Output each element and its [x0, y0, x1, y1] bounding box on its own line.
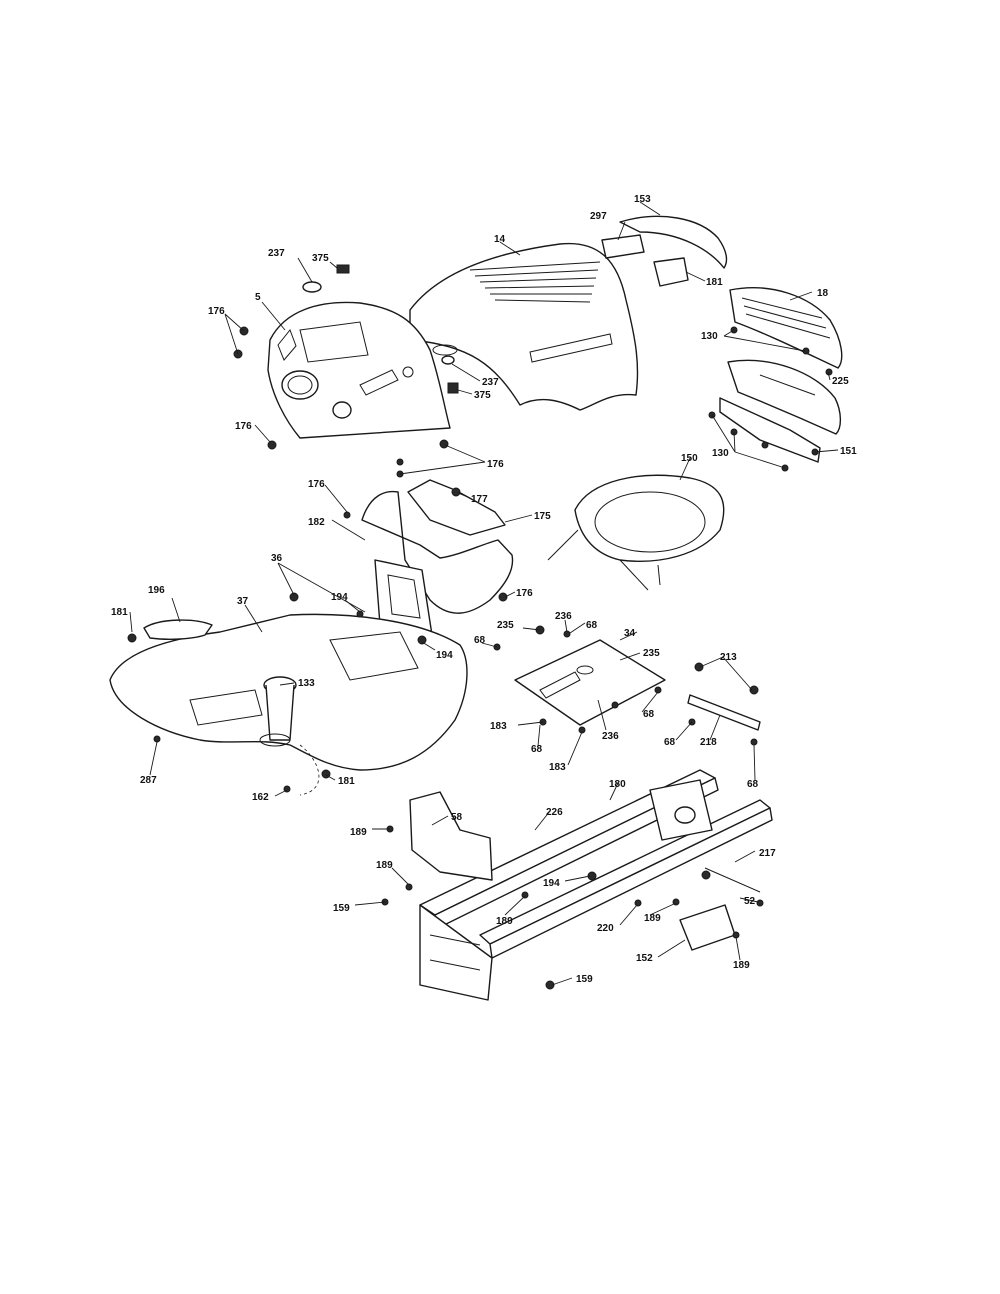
callout-5: 5	[255, 292, 261, 303]
callout-176: 176	[516, 588, 533, 599]
callout-183: 183	[490, 721, 507, 732]
bracket-152-part	[679, 904, 736, 951]
callout-196: 196	[148, 585, 165, 596]
fender-part	[547, 474, 725, 591]
footplate-part	[109, 613, 468, 796]
bumper-part	[727, 359, 842, 435]
callout-189: 189	[644, 913, 661, 924]
callout-237: 237	[482, 377, 499, 388]
callout-176: 176	[308, 479, 325, 490]
callout-18: 18	[817, 288, 829, 299]
callout-237: 237	[268, 248, 285, 259]
plug-237-part	[302, 281, 455, 365]
bracket-218-part	[687, 694, 761, 731]
callout-37: 37	[237, 596, 249, 607]
callout-34: 34	[624, 628, 636, 639]
callout-130: 130	[701, 331, 718, 342]
callout-236: 236	[602, 731, 619, 742]
callout-175: 175	[534, 511, 551, 522]
bracket-58-part	[409, 791, 493, 881]
callout-162: 162	[252, 792, 269, 803]
callout-14: 14	[494, 234, 506, 245]
pad-297-part	[601, 234, 645, 259]
callout-68: 68	[643, 709, 655, 720]
callout-217: 217	[759, 848, 776, 859]
rod-217-part	[704, 867, 761, 893]
callout-180: 180	[609, 779, 626, 790]
callout-235: 235	[497, 620, 514, 631]
callout-68: 68	[531, 744, 543, 755]
callout-189: 189	[496, 916, 513, 927]
callout-labels: 153 297 14 237 375 181 18 5 176 130 237 …	[111, 194, 857, 985]
hood-part	[409, 242, 639, 411]
callout-176: 176	[487, 459, 504, 470]
callout-152: 152	[636, 953, 653, 964]
callout-68: 68	[586, 620, 598, 631]
callout-130: 130	[712, 448, 729, 459]
callout-176: 176	[208, 306, 225, 317]
callout-36: 36	[271, 553, 283, 564]
dash-panel-part	[267, 301, 451, 439]
callout-213: 213	[720, 652, 737, 663]
callout-153: 153	[634, 194, 651, 205]
callout-194: 194	[436, 650, 453, 661]
callout-159: 159	[576, 974, 593, 985]
callout-177: 177	[471, 494, 488, 505]
callout-133: 133	[298, 678, 315, 689]
leader-lines	[129, 201, 839, 986]
callout-183: 183	[549, 762, 566, 773]
pad-181-part	[653, 257, 689, 287]
callout-189: 189	[376, 860, 393, 871]
callout-52: 52	[744, 896, 756, 907]
callout-181: 181	[706, 277, 723, 288]
callout-189: 189	[733, 960, 750, 971]
pad-196-part	[143, 619, 213, 640]
callout-236: 236	[555, 611, 572, 622]
callout-375: 375	[312, 253, 329, 264]
grille-part	[729, 287, 843, 369]
callout-150: 150	[681, 453, 698, 464]
callout-176: 176	[235, 421, 252, 432]
callout-287: 287	[140, 775, 157, 786]
callout-58: 58	[451, 812, 463, 823]
callout-235: 235	[643, 648, 660, 659]
callout-68: 68	[474, 635, 486, 646]
callout-375: 375	[474, 390, 491, 401]
front-panel-part	[361, 490, 514, 636]
callout-194: 194	[543, 878, 560, 889]
plate-34-part	[514, 639, 666, 726]
callout-181: 181	[338, 776, 355, 787]
callout-225: 225	[832, 376, 849, 387]
callout-226: 226	[546, 807, 563, 818]
callout-151: 151	[840, 446, 857, 457]
callout-189: 189	[350, 827, 367, 838]
callout-68: 68	[664, 737, 676, 748]
callout-194: 194	[331, 592, 348, 603]
bracket-151-part	[719, 397, 821, 463]
clip-375-part	[336, 264, 459, 394]
trim-153-part	[619, 215, 728, 269]
callout-68: 68	[747, 779, 759, 790]
callout-159: 159	[333, 903, 350, 914]
callout-218: 218	[700, 737, 717, 748]
callout-220: 220	[597, 923, 614, 934]
frame-part	[419, 769, 773, 1001]
bracket-175-part	[407, 479, 506, 536]
callout-181: 181	[111, 607, 128, 618]
callout-297: 297	[590, 211, 607, 222]
callout-182: 182	[308, 517, 325, 528]
